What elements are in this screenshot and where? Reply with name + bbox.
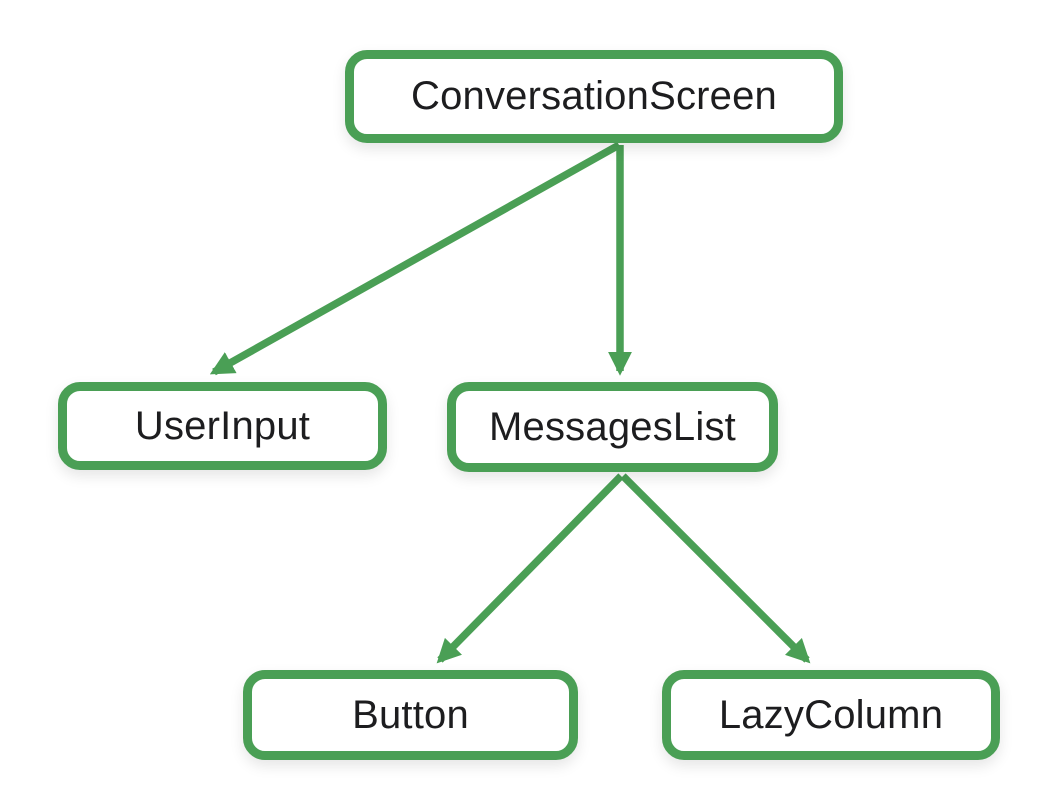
edge-messageslist-to-lazycolumn xyxy=(620,473,811,664)
node-label: LazyColumn xyxy=(718,692,944,737)
node-label: UserInput xyxy=(134,403,311,448)
node-label: ConversationScreen xyxy=(410,74,778,118)
node-lazy-column: LazyColumn xyxy=(662,670,1000,760)
node-conversation-screen: ConversationScreen xyxy=(345,50,843,143)
node-user-input: UserInput xyxy=(58,382,387,470)
node-label: Button xyxy=(352,692,469,737)
edge-conversationscreen-to-userinput xyxy=(209,141,621,376)
node-messages-list: MessagesList xyxy=(447,382,778,472)
node-label: MessagesList xyxy=(489,404,736,449)
node-button: Button xyxy=(243,670,578,760)
edge-messageslist-to-button xyxy=(436,473,624,664)
